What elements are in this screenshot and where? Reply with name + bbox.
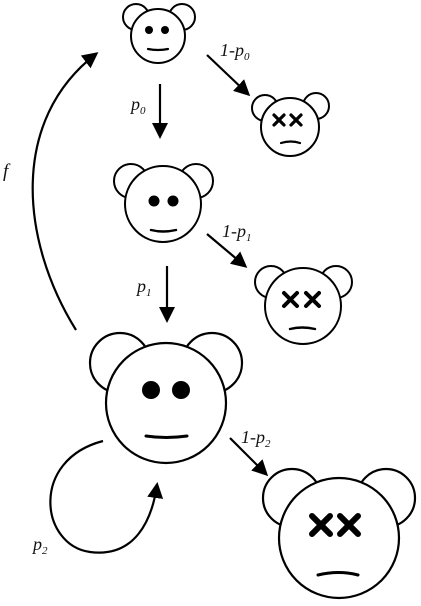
label-f: f (3, 161, 11, 182)
arrow-1-minus-p0 (206, 54, 251, 97)
arrow-1-minus-p2 (229, 437, 269, 477)
bear-stage-2 (88, 331, 244, 465)
arrow-fecundity (31, 52, 99, 331)
label-p0: p0 (129, 94, 146, 117)
bear-stage-0 (122, 3, 196, 64)
bear-stage-2-dead (261, 467, 417, 600)
bear-stage-1-dead (254, 265, 353, 345)
label-1-minus-p0: 1-p0 (220, 40, 250, 63)
arrow-1-minus-p1 (206, 233, 248, 268)
arrow-p2-self-loop (49, 439, 164, 554)
label-p2: p2 (31, 534, 48, 557)
bear-stage-1 (113, 163, 214, 243)
bear-stage-0-dead (251, 92, 330, 157)
label-1-minus-p1: 1-p1 (222, 221, 252, 244)
label-1-minus-p2: 1-p2 (241, 427, 271, 450)
label-p1: p1 (135, 276, 152, 299)
